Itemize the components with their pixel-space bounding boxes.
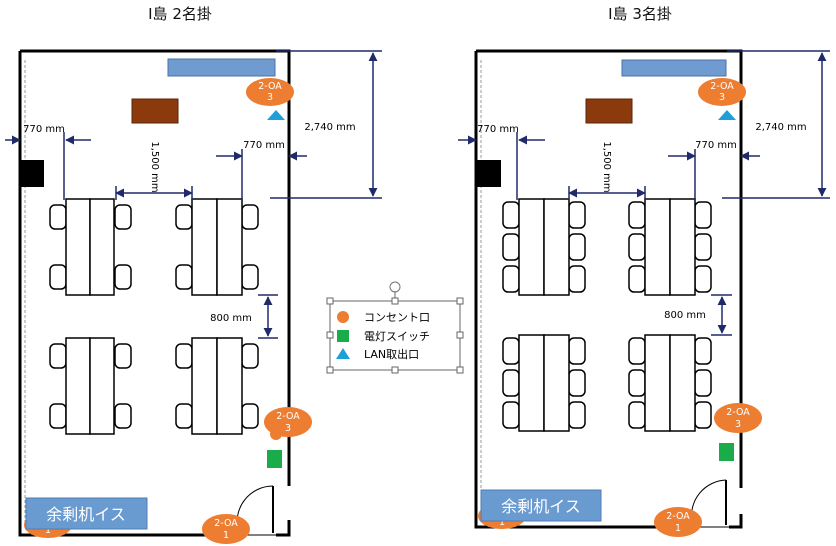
dim-desk-gap: 1,500 mm <box>149 141 160 192</box>
plan-2-seat: I島 2名掛 <box>5 5 382 544</box>
svg-text:1: 1 <box>223 530 229 541</box>
spare-furniture-label: 余剰机イス <box>46 505 126 524</box>
dim-island-gap: 800 mm <box>210 313 252 324</box>
podium <box>131 98 179 124</box>
svg-text:2-OA: 2-OA <box>258 81 282 92</box>
dim-right-gap: 770 mm <box>243 140 285 151</box>
dimension-lines <box>458 50 830 336</box>
outlet-badge: 2-OA 3 <box>264 407 312 437</box>
lan-port-icon <box>718 110 736 120</box>
svg-text:2-OA: 2-OA <box>276 411 300 422</box>
pillar <box>476 160 501 187</box>
spare-furniture-box <box>25 497 148 530</box>
legend-item-label: 電灯スイッチ <box>364 330 430 343</box>
dim-desk-gap: 1,500 mm <box>601 141 612 192</box>
svg-text:3: 3 <box>719 92 725 103</box>
spare-furniture-box <box>480 489 602 522</box>
svg-text:3: 3 <box>735 419 741 430</box>
dim-front-depth: 2,740 mm <box>304 122 355 133</box>
desk-island <box>502 334 586 432</box>
svg-text:3: 3 <box>267 92 273 103</box>
svg-text:2-OA: 2-OA <box>666 511 690 522</box>
legend-switch-icon <box>337 330 349 342</box>
desk-island <box>49 198 132 296</box>
dim-front-depth: 2,740 mm <box>755 122 806 133</box>
screen <box>167 58 276 77</box>
dim-wall-gap: 770 mm <box>23 124 65 135</box>
desk-island <box>175 337 259 435</box>
svg-text:2-OA: 2-OA <box>214 518 238 529</box>
podium <box>585 98 633 124</box>
lan-port-icon <box>267 110 285 120</box>
outlet-badge: 2-OA 3 <box>698 78 746 106</box>
svg-text:1: 1 <box>45 525 51 536</box>
plan-title: I島 3名掛 <box>608 5 672 23</box>
legend-outlet-icon <box>337 311 349 323</box>
dim-island-gap: 800 mm <box>664 310 706 321</box>
light-switch-icon <box>719 443 734 461</box>
outlet-badge: 2-OA 1 <box>202 514 250 544</box>
dim-right-gap: 770 mm <box>695 140 737 151</box>
desk-island <box>628 198 712 296</box>
legend-item-label: LAN取出口 <box>364 347 419 361</box>
outlet-badge: 2-OA 3 <box>714 403 762 433</box>
plan-title: I島 2名掛 <box>148 5 212 23</box>
dimension-lines <box>5 50 382 339</box>
legend-lan-icon <box>336 348 350 359</box>
svg-text:1: 1 <box>675 523 681 534</box>
svg-text:3: 3 <box>285 423 291 434</box>
desk-island <box>49 337 132 435</box>
outlet-badge: 2-OA 3 <box>246 78 294 106</box>
light-switch-icon <box>267 450 282 468</box>
outlet-badge: 2-OA 1 <box>654 507 702 537</box>
svg-text:1: 1 <box>499 517 505 528</box>
legend[interactable]: コンセント口 電灯スイッチ LAN取出口 <box>326 281 464 374</box>
desk-island <box>628 334 712 432</box>
dim-wall-gap: 770 mm <box>477 124 519 135</box>
legend-item-label: コンセント口 <box>364 311 430 324</box>
plan-3-seat: I島 3名掛 <box>458 5 830 537</box>
svg-text:2-OA: 2-OA <box>726 407 750 418</box>
screen <box>621 59 727 77</box>
selection-handles[interactable] <box>326 297 464 374</box>
spare-furniture-label: 余剰机イス <box>501 497 581 516</box>
svg-text:2-OA: 2-OA <box>710 81 734 92</box>
desk-island <box>175 198 259 296</box>
desk-island <box>502 198 586 296</box>
rotate-handle-icon[interactable] <box>389 281 401 293</box>
pillar <box>19 160 44 187</box>
